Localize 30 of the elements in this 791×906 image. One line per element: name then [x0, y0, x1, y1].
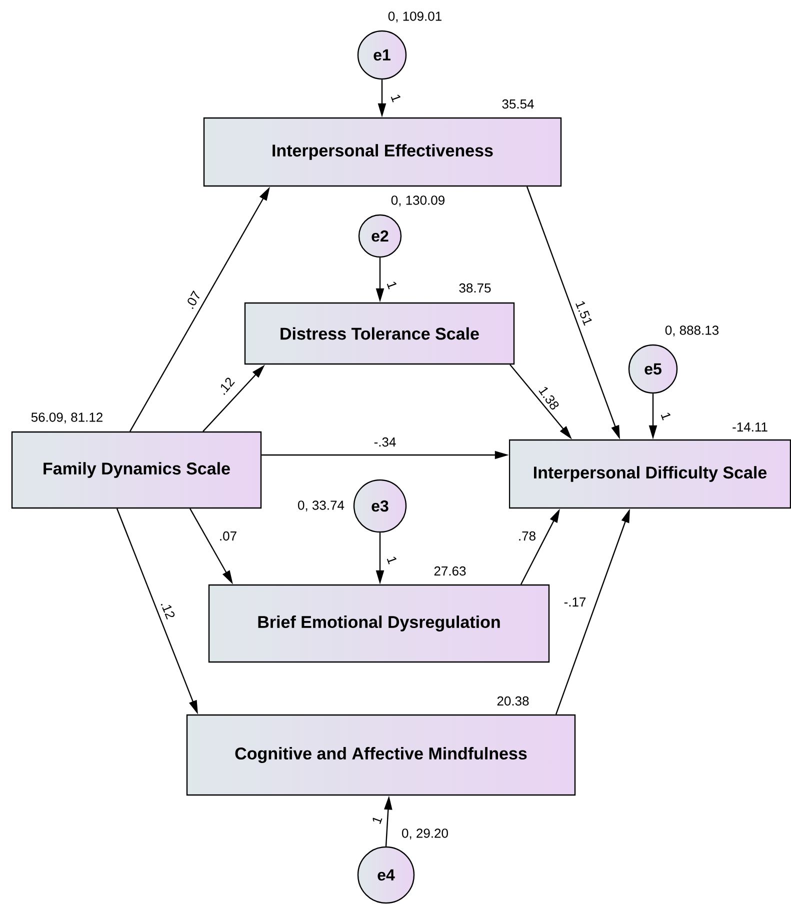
estimate-label: -14.11 [732, 422, 768, 432]
estimate-label: 38.75 [459, 283, 491, 293]
estimate-label: 0, 130.09 [391, 196, 444, 206]
edge-label: 1 [386, 554, 398, 566]
edge-label: -.17 [563, 597, 587, 607]
estimate-label: 0, 33.74 [298, 500, 344, 512]
variable-box: Family Dynamics Scale [11, 431, 262, 509]
estimate-label: 56.09, 81.12 [31, 412, 102, 424]
edge-label: .12 [216, 375, 236, 397]
estimate-label: 35.54 [502, 99, 534, 109]
estimate-label: 27.63 [434, 566, 466, 576]
estimate-label: 0, 29.20 [402, 828, 448, 840]
variable-box: Interpersonal Difficulty Scale [508, 439, 791, 509]
variable-box: Interpersonal Effectiveness [203, 117, 562, 187]
edge-label: -.34 [373, 436, 397, 448]
edge-label: 1 [390, 92, 402, 104]
edge-label: 1.51 [574, 298, 594, 328]
edge-label: .07 [218, 530, 238, 542]
edge-label: .07 [184, 289, 202, 311]
edge-label: 1 [660, 410, 672, 422]
estimate-label: 0, 109.01 [388, 12, 442, 22]
variable-box: Brief Emotional Dysregulation [208, 584, 550, 663]
edge-label: .78 [517, 530, 537, 542]
edge-label: .12 [160, 599, 176, 621]
edge-label: 1 [386, 279, 398, 291]
estimate-label: 0, 888.13 [665, 326, 719, 336]
edge-label: 1 [370, 814, 384, 826]
estimate-label: 20.38 [497, 696, 529, 706]
variable-box: Distress Tolerance Scale [244, 302, 515, 365]
variable-box: Cognitive and Affective Mindfulness [186, 714, 576, 796]
